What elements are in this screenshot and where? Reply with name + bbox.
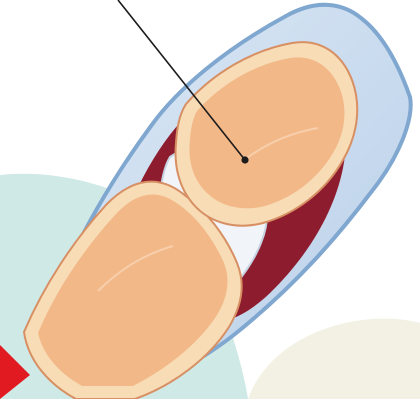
leader-dot bbox=[241, 156, 248, 163]
background-cream-shape bbox=[248, 319, 420, 399]
